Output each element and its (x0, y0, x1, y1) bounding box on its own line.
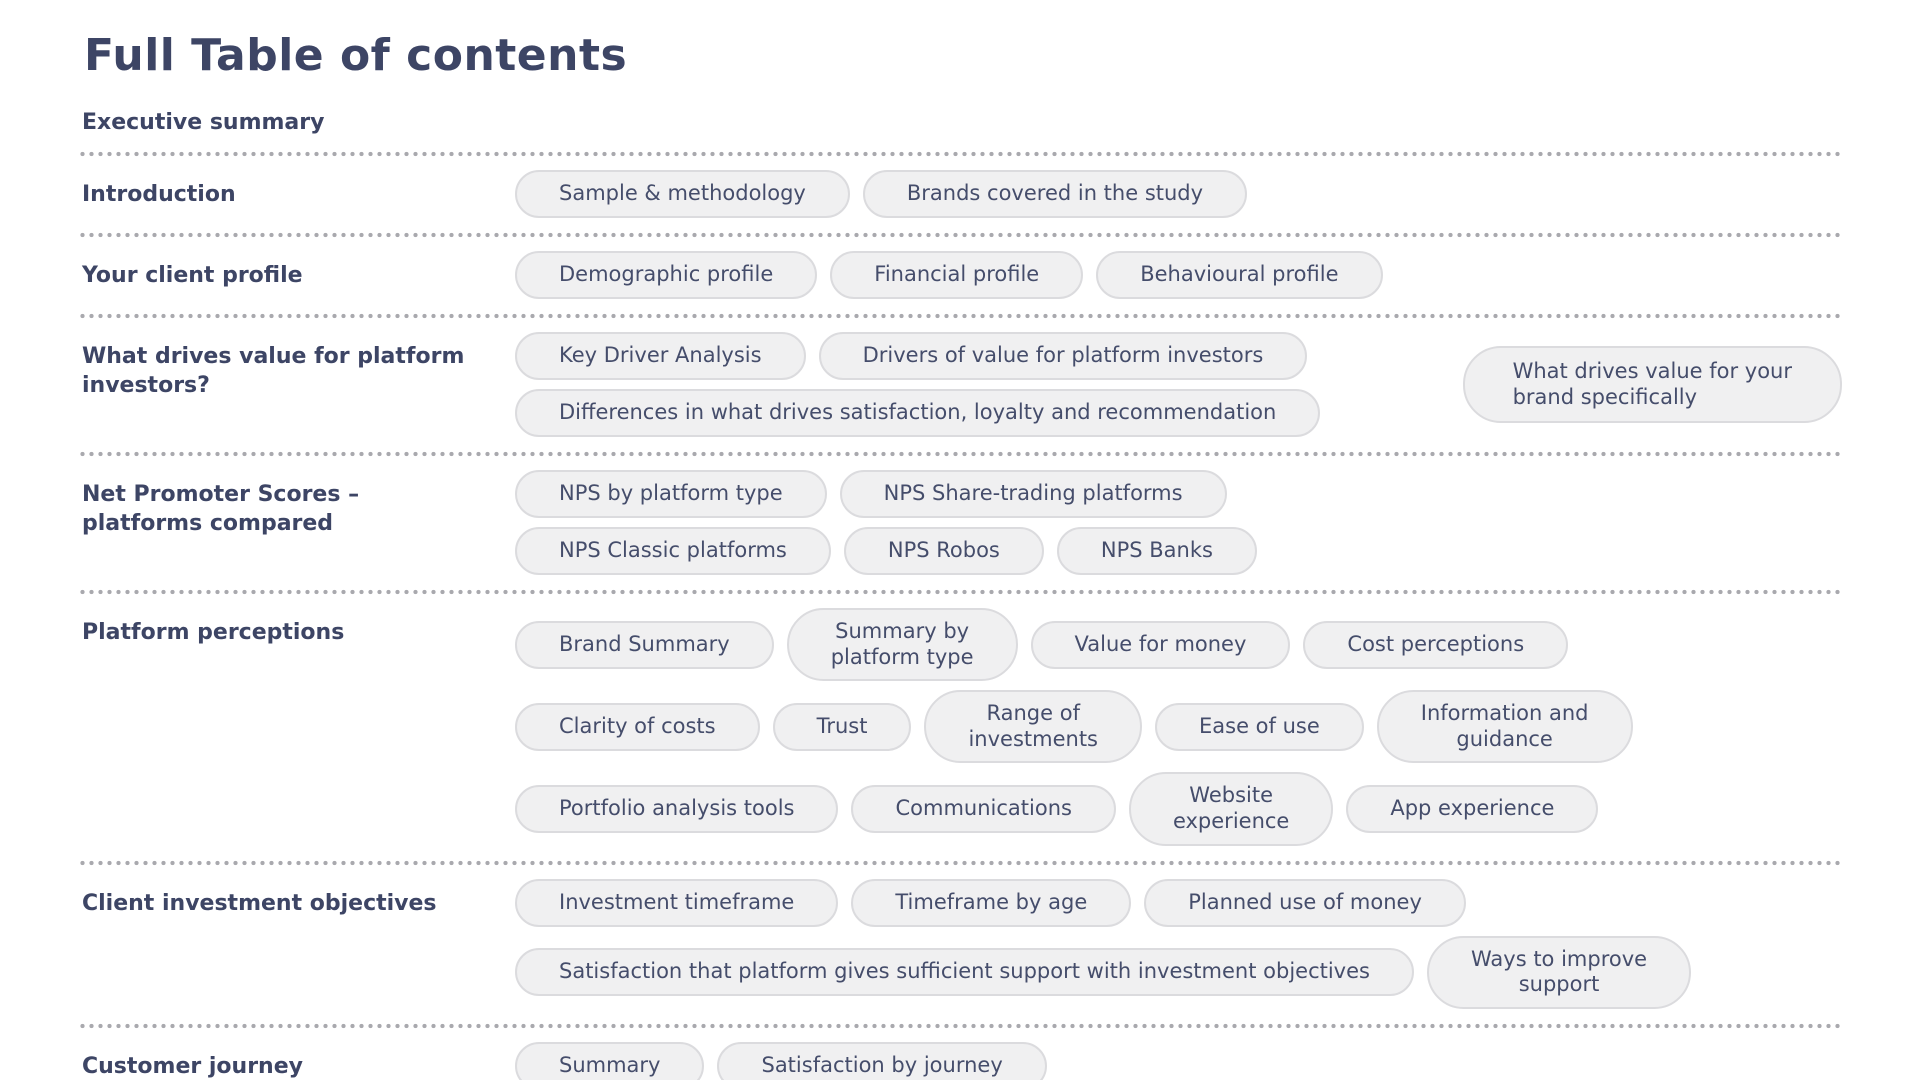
toc-pill[interactable]: Ease of use (1155, 702, 1364, 751)
section-heading: What drives value for platform investors… (82, 344, 465, 399)
toc-pill[interactable]: App experience (1346, 785, 1599, 834)
pill-row: Satisfaction that platform gives suffici… (515, 935, 1842, 1009)
toc-pill[interactable]: Value for money (1030, 620, 1291, 669)
toc-pill[interactable]: Planned use of money (1144, 878, 1466, 927)
toc-pill[interactable]: Information and guidance (1376, 690, 1633, 764)
dotted-divider (78, 232, 1842, 239)
toc-pill[interactable]: What drives value for your brand specifi… (1462, 345, 1842, 424)
dotted-divider (78, 1022, 1842, 1029)
toc-pill[interactable]: Clarity of costs (515, 702, 760, 751)
toc-pill[interactable]: Summary (515, 1041, 705, 1080)
section-heading: Platform perceptions (82, 620, 345, 646)
toc-pill[interactable]: Differences in what drives satisfaction,… (515, 389, 1321, 438)
toc-pill[interactable]: Drivers of value for platform investors (818, 332, 1308, 381)
toc-section: Client investment objectives Investment t… (78, 870, 1842, 1019)
toc-pill[interactable]: NPS Banks (1056, 527, 1257, 576)
section-pills: Summary Satisfaction by journey (515, 1041, 1842, 1080)
toc-section: Net Promoter Scores – platforms compared… (78, 461, 1842, 585)
toc-pill[interactable]: Demographic profile (515, 251, 818, 300)
toc-pill[interactable]: Ways to improve support (1426, 935, 1692, 1009)
toc-pill[interactable]: Brand Summary (515, 620, 774, 669)
toc-section: Executive summary (78, 97, 1842, 147)
section-heading: Introduction (82, 182, 236, 208)
toc-pill[interactable]: NPS Share-trading platforms (839, 470, 1227, 519)
section-heading: Net Promoter Scores – platforms compared (82, 482, 360, 537)
toc-pill[interactable]: Range of investments (924, 690, 1142, 764)
section-heading: Your client profile (82, 263, 303, 289)
dotted-divider (78, 589, 1842, 596)
dotted-divider (78, 859, 1842, 866)
section-heading: Executive summary (82, 110, 325, 135)
toc-pill[interactable]: Behavioural profile (1096, 251, 1383, 300)
dotted-divider (78, 313, 1842, 320)
toc-pill[interactable]: Sample & methodology (515, 170, 850, 219)
page-title: Full Table of contents (84, 30, 628, 81)
dotted-divider (78, 451, 1842, 458)
toc-section: What drives value for platform investors… (78, 323, 1842, 447)
toc-pill[interactable]: Financial profile (830, 251, 1084, 300)
toc-pill[interactable]: Website experience (1128, 772, 1334, 846)
pill-row: Differences in what drives satisfaction,… (515, 389, 1463, 438)
toc-pill[interactable]: Communications (851, 785, 1116, 834)
toc-pill[interactable]: Satisfaction that platform gives suffici… (515, 948, 1414, 997)
toc-pill[interactable]: Satisfaction by journey (717, 1041, 1047, 1080)
pill-row: Summary Satisfaction by journey (515, 1041, 1842, 1080)
toc-pill[interactable]: Key Driver Analysis (515, 332, 806, 381)
dotted-divider (78, 151, 1842, 158)
toc-pill[interactable]: NPS Classic platforms (515, 527, 831, 576)
toc-pill[interactable]: Brands covered in the study (862, 170, 1248, 219)
section-heading: Customer journey experience (82, 1053, 303, 1079)
toc-pill[interactable]: NPS Robos (843, 527, 1044, 576)
toc-pill[interactable]: Timeframe by age (851, 878, 1132, 927)
toc-pill[interactable]: Portfolio analysis tools (515, 785, 839, 834)
section-heading: Client investment objectives (82, 890, 437, 916)
toc-section: Customer journey experience Summary Satisf… (78, 1033, 1842, 1080)
toc-pill[interactable]: Cost perceptions (1303, 620, 1569, 669)
toc-pill[interactable]: Summary by platform type (786, 608, 1018, 682)
toc-pill[interactable]: Investment timeframe (515, 878, 839, 927)
toc-pill[interactable]: NPS by platform type (515, 470, 827, 519)
toc-pill[interactable]: Trust (772, 702, 912, 751)
